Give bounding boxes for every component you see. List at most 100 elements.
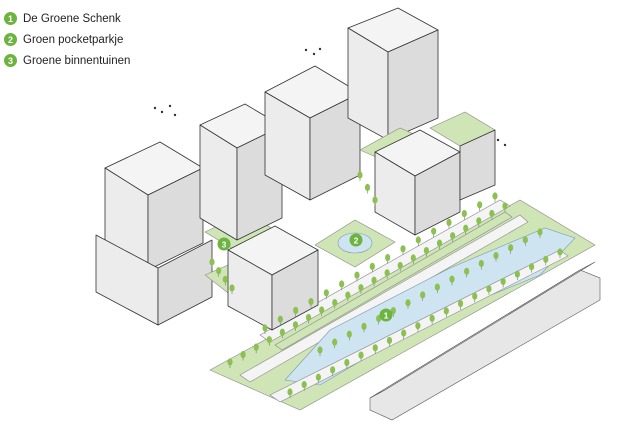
tree-icon [266,336,272,346]
canal-park-strip [209,199,596,411]
marker-number: 1 [384,311,389,321]
tree-icon [486,285,492,295]
tree-icon [385,254,391,264]
tree-icon [436,239,443,250]
tree-icon [500,277,506,288]
tree-icon [449,275,455,286]
building-wall-right [387,29,439,141]
building-block-east [359,111,496,236]
tree-icon [478,259,484,270]
legend-number-badge: 3 [4,54,17,67]
bird-icon [160,110,164,114]
building-block-north [264,7,439,201]
tree-icon [464,267,470,278]
marker-circle [217,237,231,251]
tree-icon [463,224,469,235]
tree-icon [315,373,322,384]
tree-icon [450,232,456,242]
tree-icon [405,299,411,309]
legend-number-badge: 1 [4,12,17,25]
tree-icon [240,350,246,361]
marker-circle [349,233,363,247]
tree-icon [287,388,293,398]
bird-icon [312,52,316,56]
legend-number-badge: 2 [4,33,17,46]
tree-icon [390,307,396,317]
tree-icon [423,246,430,257]
bird-flock-left [153,104,177,117]
tree-icon [489,209,495,220]
tree-icon [319,306,325,316]
tree-icon [557,248,563,258]
row-houses [369,261,601,421]
tree-icon [305,313,312,324]
tree-icon [400,245,406,255]
tree-icon [369,262,375,273]
building-block-west [95,141,213,326]
tree-icon [277,315,283,326]
tree-icon [492,192,498,202]
tree-icon [216,267,222,277]
tree-icon [410,254,416,264]
tree-icon [371,276,377,287]
tree-icon [344,358,350,369]
tree-icon [345,291,351,302]
tree-icon [514,270,520,281]
tree-icon [354,271,360,282]
tree-icon [358,351,364,362]
trees [209,171,563,398]
bird-icon [173,113,177,117]
tree-icon [420,291,426,301]
tree-icon [372,196,378,206]
marker-number: 2 [354,236,359,246]
tree-icon [434,283,440,294]
tree-icon [332,338,338,349]
tree-icon [543,255,549,266]
tree-icon [386,336,393,347]
legend-label: Groen pocketparkje [23,33,124,46]
tree-icon [293,306,299,317]
building-podium-right [157,239,213,326]
map-marker-3: 3 [217,237,231,251]
tree-icon [292,321,299,331]
tree-icon [384,269,390,279]
tree-icon [330,366,336,376]
canal-footpath-north [239,214,529,383]
tree-icon [472,292,478,303]
tree-icon [229,284,235,294]
tree-icon [443,307,449,317]
tree-icon [372,344,378,354]
tree-icon [476,217,482,227]
building-wall-right [271,249,319,331]
tree-icon [253,343,259,354]
tree-icon [461,210,467,220]
tree-icon [401,329,407,340]
bird-icon [304,48,308,52]
tree-icon [279,328,285,339]
row-houses-roof [369,261,596,399]
tree-icon [528,263,535,273]
tree-icon [397,261,403,272]
marker-number: 3 [222,240,227,250]
tree-icon [361,322,367,333]
tree-icon [209,258,215,268]
tree-icon [446,218,452,229]
tree-icon [429,314,435,325]
tree-icon [308,298,314,308]
tree-icon [227,358,233,368]
map-marker-1: 1 [379,308,393,322]
tree-icon [493,252,499,262]
map-marker-2: 2 [349,233,363,247]
tree-icon [323,289,329,299]
legend-item-2: 2 Groen pocketparkje [4,29,174,50]
legend-item-3: 3 Groene binnentuinen [4,50,174,71]
tree-icon [508,244,514,254]
tree-icon [339,280,345,290]
bird-icon [153,106,157,110]
bird-icon [496,138,500,142]
bird-flock-right [304,47,507,147]
tree-icon [222,275,228,286]
tree-icon [346,330,352,341]
legend-label: Groene binnentuinen [23,54,131,67]
